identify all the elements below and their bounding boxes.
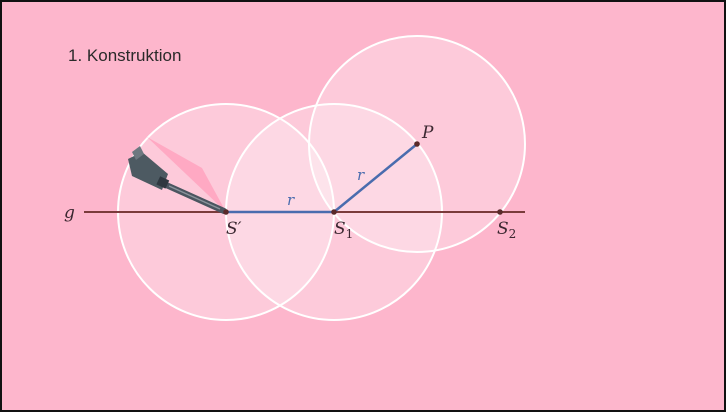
label-s2: S2 <box>497 219 516 241</box>
label-s2-main: S <box>497 219 509 239</box>
label-s1-subscript: 1 <box>346 227 354 241</box>
point-s2 <box>497 209 503 215</box>
label-s1: S1 <box>334 219 353 241</box>
page-title: 1. Konstruktion <box>68 46 182 65</box>
radius-segment-s1-p <box>333 143 418 213</box>
label-g: g <box>64 203 75 223</box>
point-s-prime <box>223 209 229 215</box>
compass-sweep <box>147 137 226 212</box>
compass-icon <box>128 146 227 214</box>
circles <box>117 35 526 321</box>
point-p <box>414 141 420 147</box>
point-s1 <box>331 209 337 215</box>
label-radius-1: r <box>287 191 295 209</box>
label-radius-2: r <box>357 166 365 184</box>
label-s-prime: S′ <box>226 219 242 239</box>
label-s2-subscript: 2 <box>509 227 517 241</box>
label-p: P <box>421 123 434 143</box>
label-s1-main: S <box>334 219 346 239</box>
